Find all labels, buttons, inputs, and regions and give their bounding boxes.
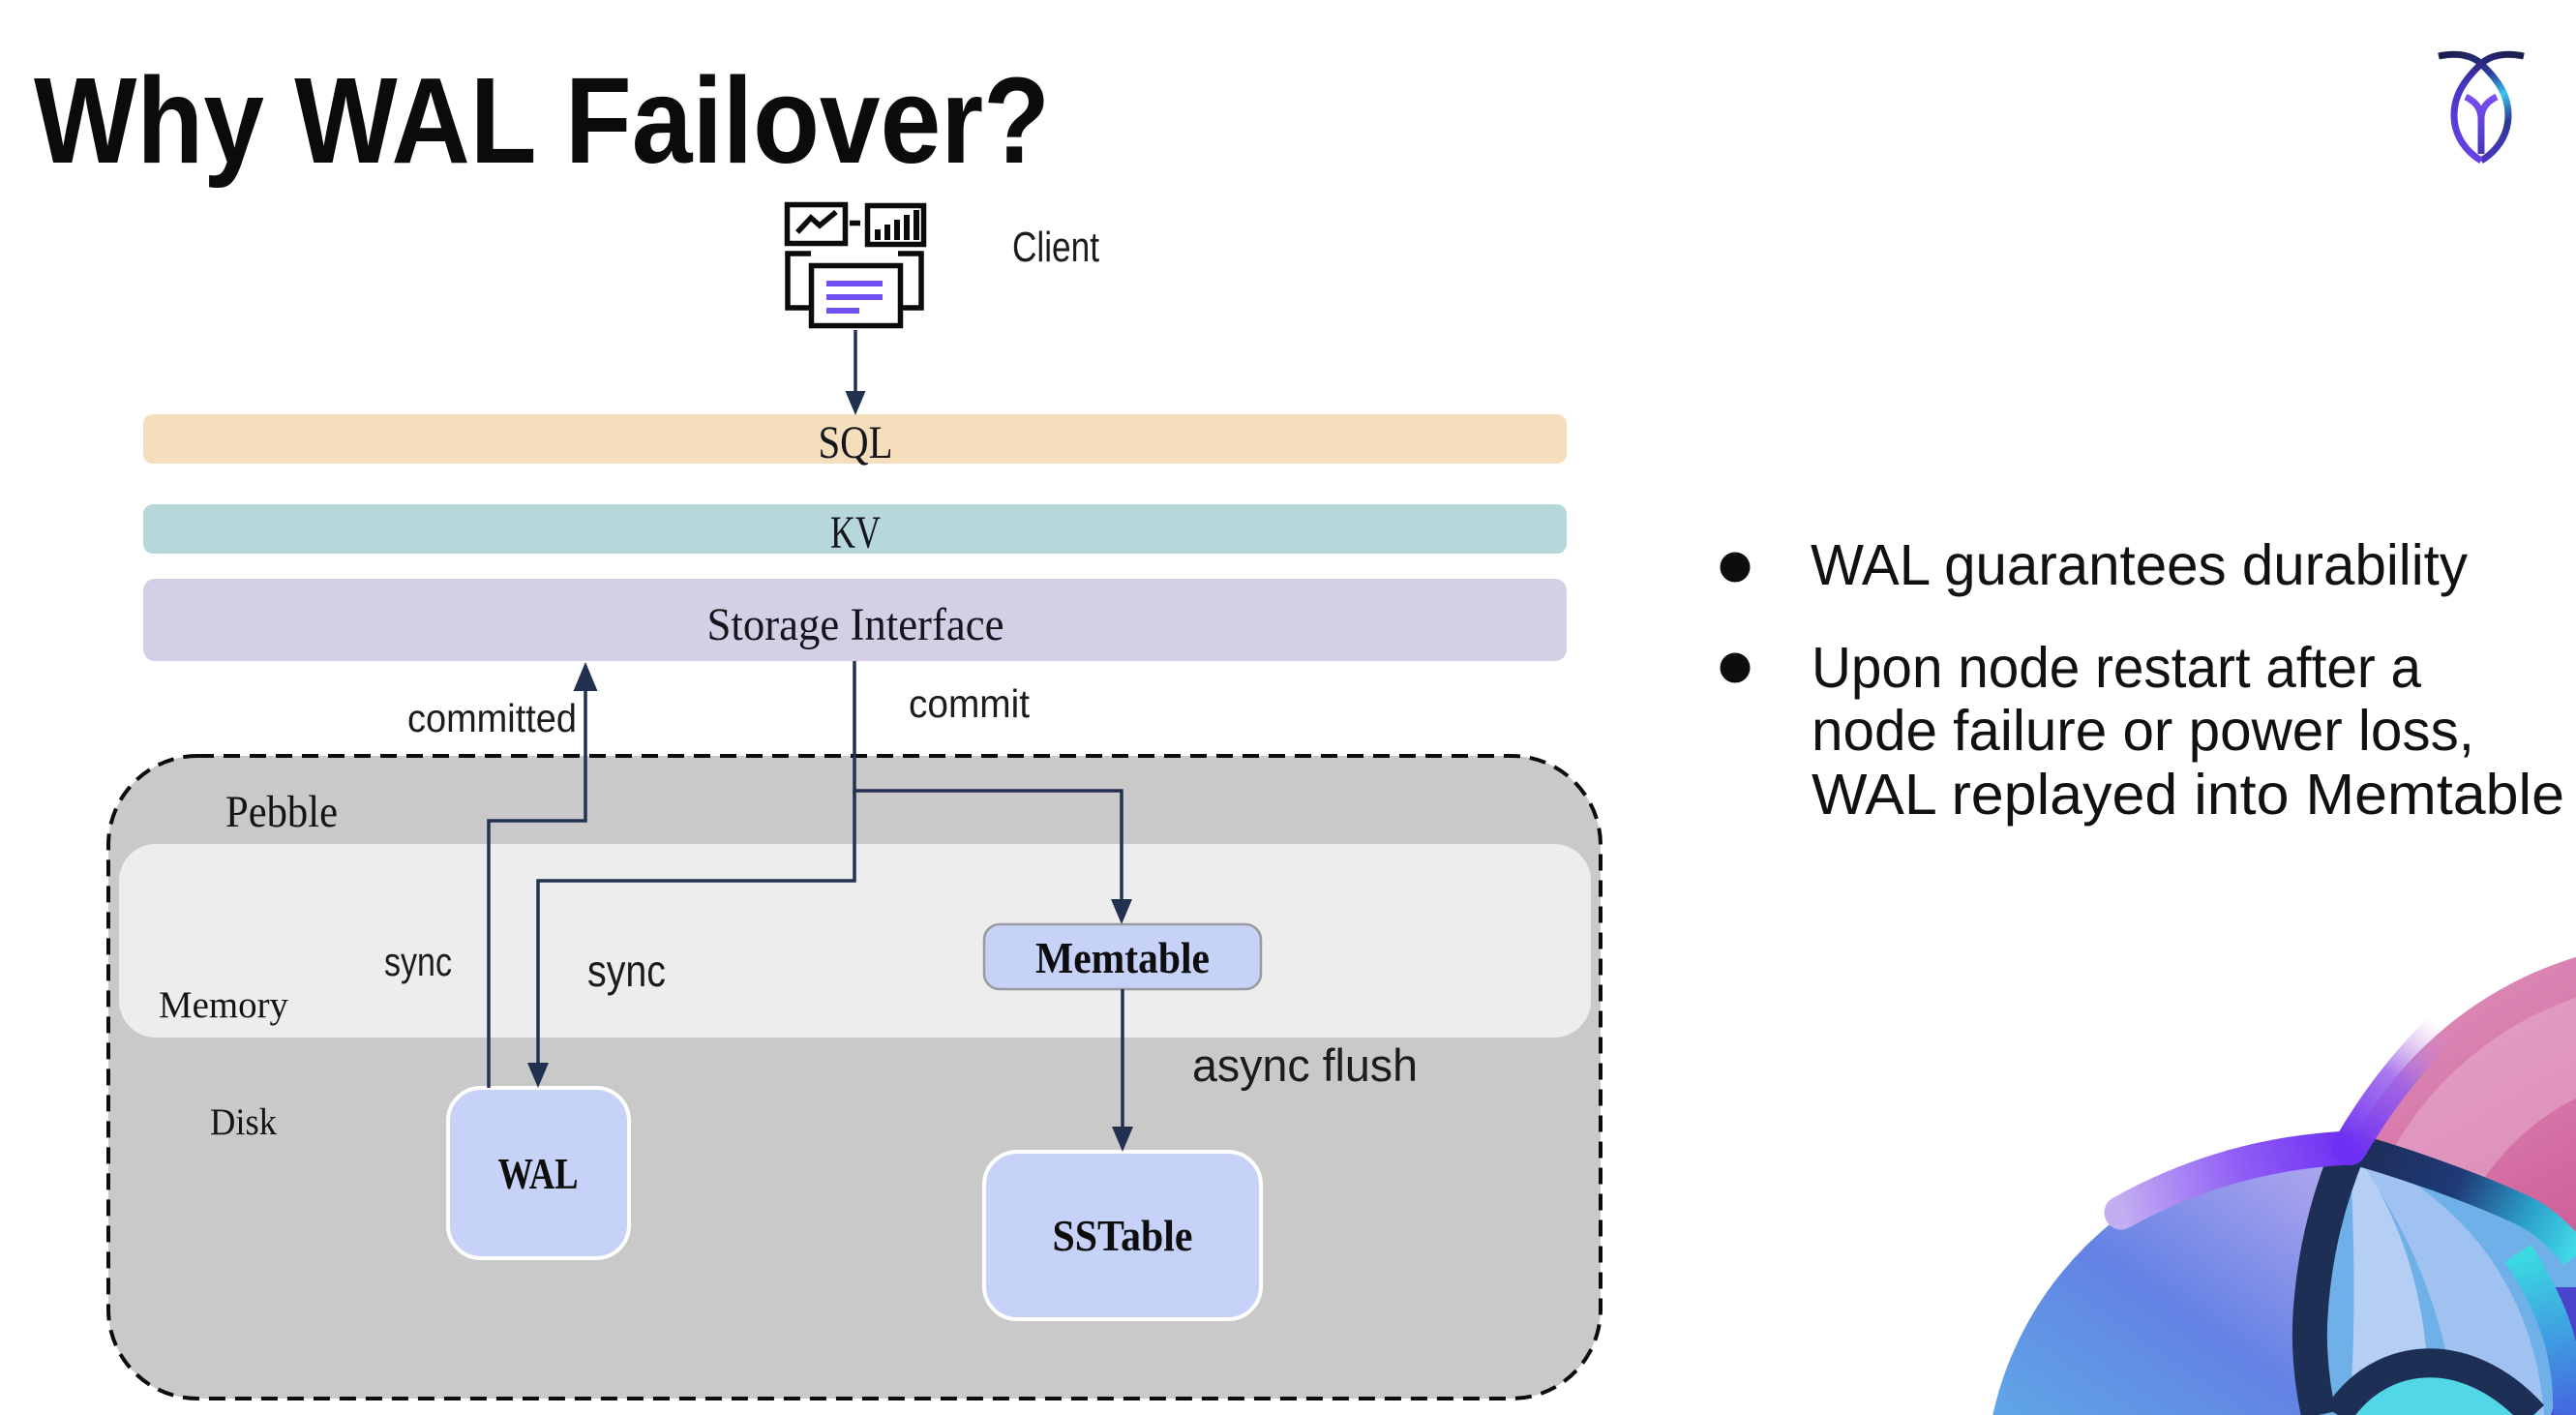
svg-text:KV: KV bbox=[830, 507, 881, 558]
svg-text:node failure or power loss,: node failure or power loss, bbox=[1812, 699, 2474, 763]
svg-text:Storage Interface: Storage Interface bbox=[707, 599, 1004, 650]
svg-text:sync: sync bbox=[587, 946, 666, 996]
svg-text:Client: Client bbox=[1012, 224, 1099, 271]
svg-text:committed: committed bbox=[407, 696, 577, 740]
svg-text:Memory: Memory bbox=[159, 984, 288, 1026]
svg-text:WAL replayed into Memtable: WAL replayed into Memtable bbox=[1812, 763, 2564, 827]
svg-text:sync: sync bbox=[384, 939, 452, 984]
svg-text:Pebble: Pebble bbox=[225, 787, 338, 837]
svg-text:WAL: WAL bbox=[498, 1149, 579, 1198]
svg-text:commit: commit bbox=[909, 681, 1031, 726]
svg-text:Disk: Disk bbox=[210, 1101, 277, 1143]
svg-text:Memtable: Memtable bbox=[1035, 933, 1210, 982]
svg-text:Why WAL Failover?: Why WAL Failover? bbox=[34, 52, 1050, 189]
svg-text:SSTable: SSTable bbox=[1053, 1211, 1193, 1260]
svg-text:SQL: SQL bbox=[819, 417, 893, 468]
svg-text:Upon node restart after a: Upon node restart after a bbox=[1812, 636, 2421, 700]
svg-text:async flush: async flush bbox=[1192, 1039, 1418, 1091]
svg-text:WAL guarantees durability: WAL guarantees durability bbox=[1811, 533, 2468, 597]
